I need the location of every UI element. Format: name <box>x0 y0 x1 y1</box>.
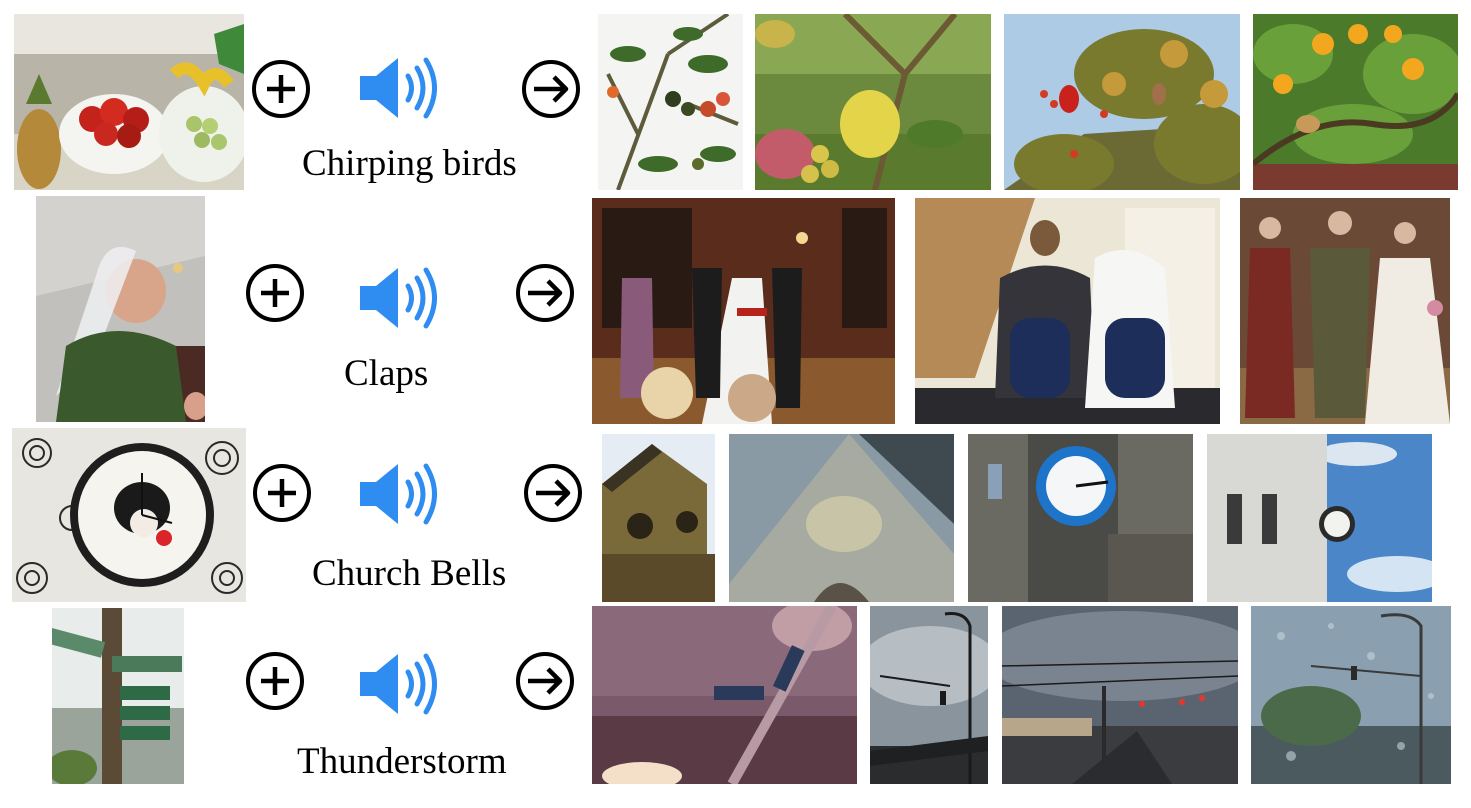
result-image-tomato-plant <box>598 14 743 190</box>
result-image-wedding-aisle <box>592 198 895 424</box>
result-image-orange-tree-bird <box>1253 14 1458 190</box>
query-image-fruit-bowl <box>14 14 244 190</box>
query-image-wall-clock <box>12 428 246 602</box>
result-image-church-sundial <box>729 434 954 602</box>
result-image-clock-tower <box>602 434 715 602</box>
plus-circle-icon <box>253 464 311 522</box>
speaker-sound-icon <box>360 57 437 119</box>
sound-caption-label: Thunderstorm <box>297 741 507 782</box>
query-image-bride-portrait <box>36 196 205 422</box>
arrow-right-circle-icon <box>522 60 580 118</box>
result-image-cardinal-in-tree <box>1004 14 1240 190</box>
speaker-sound-icon <box>360 267 437 329</box>
result-image-stormy-traffic-light <box>870 606 988 784</box>
query-image-street-signs <box>52 608 184 784</box>
plus-circle-icon <box>246 652 304 710</box>
sound-caption-label: Chirping birds <box>302 143 517 184</box>
plus-circle-icon <box>246 264 304 322</box>
speaker-sound-icon <box>360 463 437 525</box>
result-image-blue-clock-wall <box>968 434 1193 602</box>
arrow-right-circle-icon <box>516 264 574 322</box>
result-image-rainy-window-street <box>1251 606 1451 784</box>
sound-caption-label: Church Bells <box>312 553 507 594</box>
result-image-cloudy-intersection <box>1002 606 1238 784</box>
arrow-right-circle-icon <box>524 464 582 522</box>
result-image-3-av-sign-rain <box>592 606 857 784</box>
result-image-wedding-procession <box>1240 198 1450 424</box>
result-image-lemon-tree <box>755 14 991 190</box>
plus-circle-icon <box>252 60 310 118</box>
result-image-street-clock-tower <box>1207 434 1432 602</box>
arrow-right-circle-icon <box>516 652 574 710</box>
sound-caption-label: Claps <box>344 353 429 394</box>
speaker-sound-icon <box>360 653 437 715</box>
result-image-wedding-ceremony-back <box>915 198 1220 424</box>
